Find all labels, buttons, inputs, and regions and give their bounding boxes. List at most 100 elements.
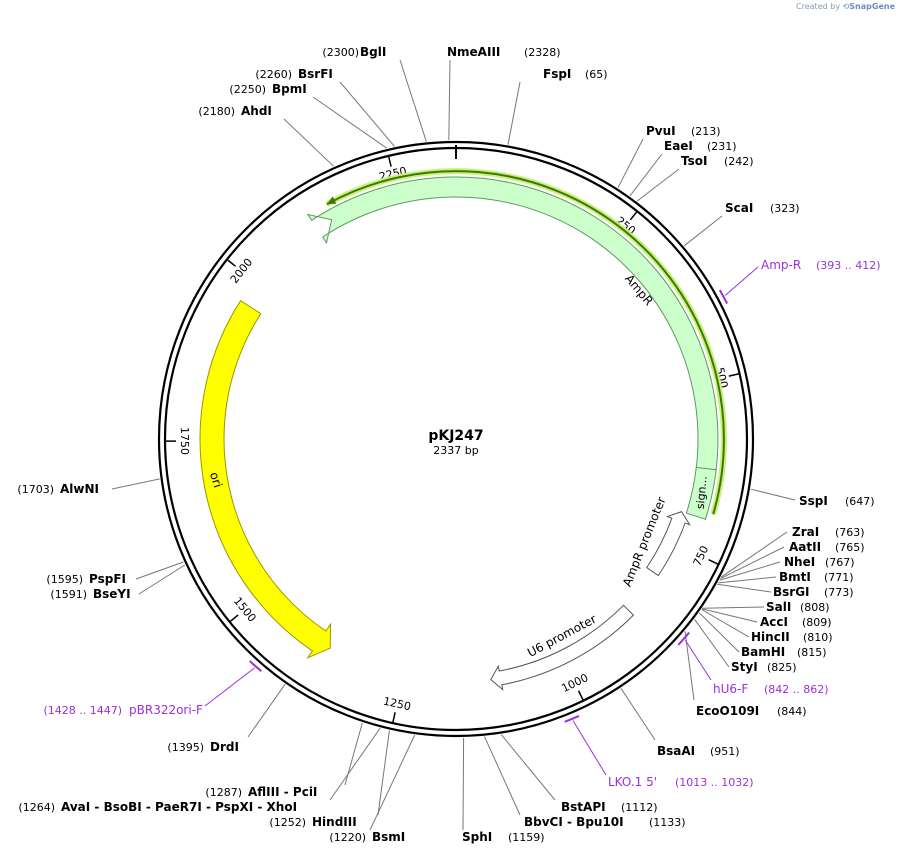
leader-line [377, 730, 390, 816]
enzyme-name[interactable]: AflIII - PciI [248, 785, 317, 799]
enzyme-name[interactable]: DrdI [210, 740, 239, 754]
enzyme-name[interactable]: PspFI [89, 572, 126, 586]
ampr-orf-highlight [325, 168, 727, 516]
scale-tick [387, 155, 392, 167]
enzyme-name[interactable]: SspI [799, 494, 828, 508]
enzyme-name[interactable]: FspI [543, 67, 571, 81]
scale-tick-label: 1500 [231, 595, 259, 625]
leader-line [369, 734, 416, 831]
snapgene-credit: Created by ⟲SnapGene [796, 2, 895, 11]
leader-line [344, 722, 363, 786]
ampr-feature-arrow[interactable] [306, 176, 719, 474]
credit-brand: SnapGene [849, 2, 895, 11]
enzyme-name[interactable]: BsaAI [657, 744, 695, 758]
leader-line [329, 727, 381, 801]
enzyme-pos: (1133) [649, 816, 686, 829]
leader-line [138, 564, 186, 595]
ampr-orf-arrowhead [326, 196, 337, 205]
enzyme-pos: (767) [825, 556, 855, 569]
enzyme-name[interactable]: PvuI [646, 124, 676, 138]
enzyme-pos: (2250) [229, 83, 266, 96]
scale-tick-label: 1000 [559, 671, 590, 695]
enzyme-name[interactable]: ZraI [792, 525, 819, 539]
enzyme-name[interactable]: HindIII [312, 815, 357, 829]
signal-sequence-feature[interactable] [685, 466, 717, 520]
enzyme-name[interactable]: AlwNI [60, 482, 99, 496]
leader-line [719, 561, 781, 581]
snapgene-logo-icon: ⟲ [842, 2, 850, 11]
leader-line [636, 168, 680, 202]
leader-line [702, 606, 765, 609]
enzyme-pos: (2180) [198, 105, 235, 118]
leader-line [111, 478, 160, 490]
leader-line [718, 576, 777, 584]
scale-tick-label: 2000 [228, 256, 256, 286]
enzyme-name[interactable]: SalI [766, 600, 791, 614]
leader-line [717, 583, 772, 593]
enzyme-name[interactable]: BseYI [93, 587, 131, 601]
primer-name[interactable]: LKO.1 5' [608, 775, 657, 789]
scale-tick [226, 258, 237, 267]
leader-line [312, 96, 387, 149]
scale-tick [728, 372, 740, 377]
leader-line [462, 737, 465, 831]
primer-name[interactable]: hU6-F [713, 682, 748, 696]
leader-line [572, 720, 607, 776]
scale-tick [577, 690, 585, 701]
enzyme-pos: (1112) [621, 801, 658, 814]
u6-promoter-arrow[interactable] [490, 604, 635, 691]
enzyme-name[interactable]: AvaI - BsoBI - PaeR7I - PspXI - XhoI [61, 800, 297, 814]
ampr-promoter-arrow[interactable] [646, 510, 691, 577]
enzyme-name[interactable]: SphI [462, 830, 492, 844]
scale-tick-label: 1750 [178, 427, 191, 455]
leader-line [283, 118, 334, 167]
enzyme-pos: (951) [710, 745, 740, 758]
enzyme-name[interactable]: BglI [360, 45, 386, 59]
enzyme-name[interactable]: BamHI [741, 645, 785, 659]
primer-binding-mark[interactable] [718, 289, 728, 305]
primer-binding-mark[interactable] [564, 714, 580, 723]
leader-line [620, 688, 656, 741]
enzyme-pos: (765) [835, 541, 865, 554]
scale-tick [229, 614, 239, 623]
enzyme-pos: (647) [845, 495, 875, 508]
primer-name[interactable]: Amp-R [761, 258, 801, 272]
leader-line [448, 59, 451, 141]
enzyme-name[interactable]: AatII [789, 540, 821, 554]
ori-feature-arrow[interactable] [199, 300, 332, 660]
enzyme-pos: (231) [707, 140, 737, 153]
enzyme-name[interactable]: NmeAIII [447, 45, 500, 59]
leader-line [617, 138, 644, 188]
plasmid-length: 2337 bp [433, 444, 478, 457]
primer-name[interactable]: pBR322ori-F [129, 703, 203, 717]
enzyme-name[interactable]: BstAPI [561, 800, 606, 814]
plasmid-name: pKJ247 [428, 428, 483, 444]
enzyme-name[interactable]: BbvCI - Bpu10I [524, 815, 624, 829]
primer-binding-mark[interactable] [249, 660, 262, 672]
primer-labels: Amp-R (393 .. 412) hU6-F (842 .. 862) LK… [43, 258, 880, 789]
enzyme-name[interactable]: BsrFI [298, 67, 333, 81]
enzyme-name[interactable]: TsoI [681, 154, 707, 168]
enzyme-name[interactable]: NheI [784, 555, 815, 569]
enzyme-name[interactable]: EcoO109I [696, 704, 759, 718]
leader-line [750, 488, 796, 501]
enzyme-name[interactable]: EaeI [664, 139, 693, 153]
leader-line [701, 609, 750, 638]
enzyme-name[interactable]: HincII [751, 630, 790, 644]
enzyme-name[interactable]: AccI [760, 615, 788, 629]
enzyme-name[interactable]: StyI [731, 660, 758, 674]
enzyme-name[interactable]: ScaI [725, 201, 753, 215]
primer-binding-mark[interactable] [677, 631, 690, 646]
enzyme-pos: (323) [770, 202, 800, 215]
leader-line [683, 215, 723, 247]
leader-line [701, 608, 758, 623]
enzyme-name[interactable]: BsrGI [773, 585, 810, 599]
enzyme-name[interactable]: AhdI [241, 104, 272, 118]
enzyme-pos: (763) [835, 526, 865, 539]
enzyme-name[interactable]: BsmI [372, 830, 405, 844]
enzyme-name[interactable]: BmtI [779, 570, 811, 584]
primer-marks [249, 289, 728, 723]
enzyme-name[interactable]: BpmI [272, 82, 307, 96]
leader-line [698, 612, 740, 653]
enzyme-pos: (2260) [255, 68, 292, 81]
